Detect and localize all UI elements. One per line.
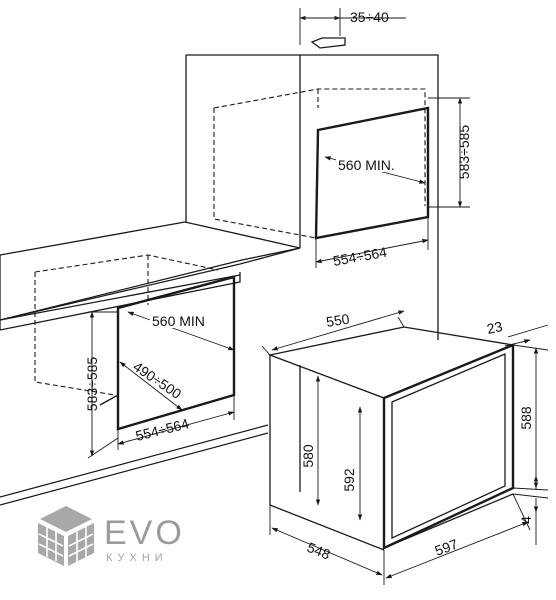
cube-icon <box>38 506 94 566</box>
worktop <box>0 221 301 331</box>
column-cabinet <box>0 37 439 340</box>
label-column-niche-width: 554÷564 <box>332 244 389 269</box>
label-oven-front-height: 592 <box>341 468 357 492</box>
logo-subtitle: КУХНИ <box>106 552 168 564</box>
logo-wordmark: EVO <box>104 514 185 552</box>
dimension-labels: 35÷40 583÷585 560 MIN. 554÷564 583÷585 5… <box>84 9 534 563</box>
label-backdrop <box>336 156 416 172</box>
label-backdrop <box>150 312 232 328</box>
label-column-niche-height: 583÷585 <box>456 125 472 180</box>
label-top-gap: 35÷40 <box>350 9 389 25</box>
base-cabinet <box>0 254 269 506</box>
label-oven-width: 597 <box>433 536 461 559</box>
label-oven-side-height: 580 <box>300 444 316 468</box>
label-oven-bottom-gap: 4 <box>518 516 534 524</box>
label-under-niche-depth: 560 MIN <box>152 313 205 329</box>
label-under-niche-width: 554÷564 <box>134 415 191 444</box>
dimension-lines <box>87 8 549 585</box>
label-oven-door-depth: 23 <box>485 318 504 337</box>
label-oven-total-height: 588 <box>518 406 534 430</box>
label-under-niche-height: 583÷585 <box>84 357 100 412</box>
label-column-niche-depth: 560 MIN. <box>338 157 395 173</box>
label-oven-top-width: 550 <box>325 310 351 329</box>
evo-logo: EVO КУХНИ <box>38 506 185 566</box>
label-under-niche-inner: 490÷500 <box>130 358 184 402</box>
label-oven-depth: 548 <box>305 539 333 563</box>
oven <box>267 326 516 551</box>
